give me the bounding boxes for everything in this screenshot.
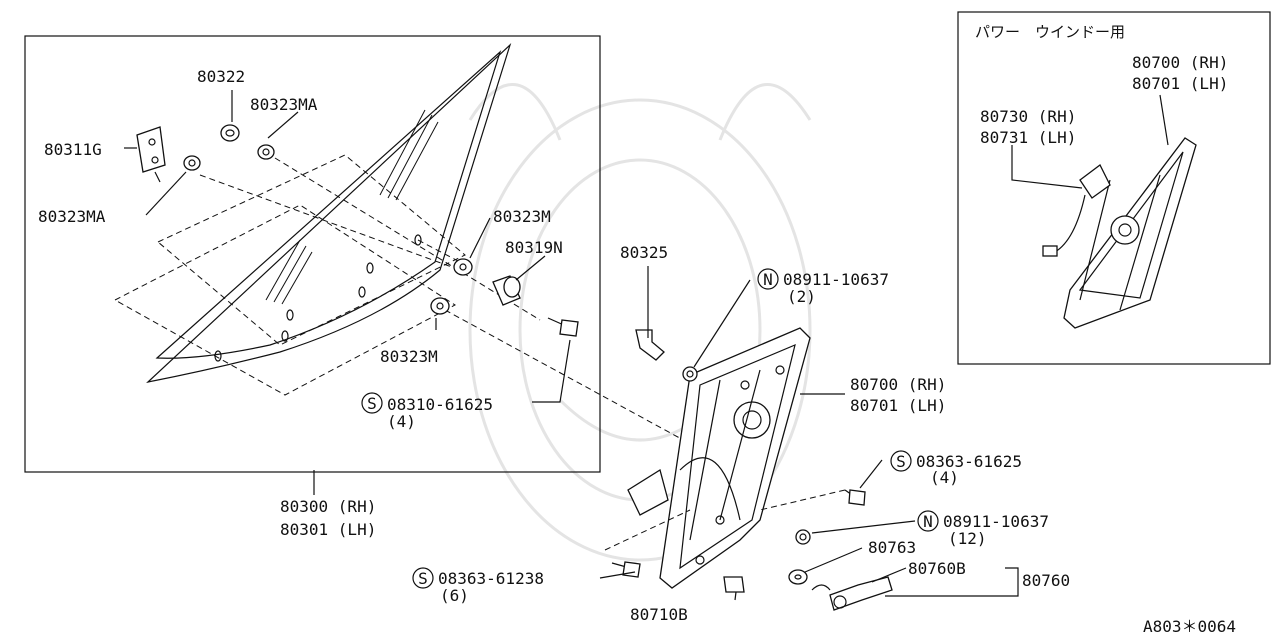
label-80760b: 80760B bbox=[908, 559, 966, 578]
callout-bolt-08310-61625: S 08310-61625 (4) bbox=[361, 392, 493, 431]
label-regulator-lh: 80701 (LH) bbox=[850, 396, 946, 415]
svg-text:(4): (4) bbox=[387, 412, 416, 431]
inset-title: パワー ウインドー用 bbox=[975, 23, 1125, 41]
label-80319n: 80319N bbox=[505, 238, 563, 257]
svg-text:N: N bbox=[923, 512, 933, 531]
svg-text:08363-61625: 08363-61625 bbox=[916, 452, 1022, 471]
label-80760: 80760 bbox=[1022, 571, 1070, 590]
part-80311g-plate bbox=[136, 126, 166, 183]
svg-text:(4): (4) bbox=[930, 468, 959, 487]
part-bolt-61625 bbox=[547, 317, 579, 337]
label-80325: 80325 bbox=[620, 243, 668, 262]
door-glass-edge bbox=[155, 50, 502, 359]
part-80323m-bottom-bushing bbox=[430, 297, 450, 315]
nut-bottom bbox=[795, 529, 811, 545]
door-glass bbox=[146, 43, 512, 383]
svg-text:(2): (2) bbox=[787, 287, 816, 306]
label-80322: 80322 bbox=[197, 67, 245, 86]
power-regulator-inset bbox=[1063, 137, 1197, 329]
callout-nut-08911-10637-top: N 08911-10637 (2) bbox=[757, 268, 889, 306]
svg-text:08363-61238: 08363-61238 bbox=[438, 569, 544, 588]
label-80323ma-top: 80323MA bbox=[250, 95, 318, 114]
label-80311g: 80311G bbox=[44, 140, 102, 159]
inset-motor-rh: 80730 (RH) bbox=[980, 107, 1076, 126]
leader-lines bbox=[124, 90, 1169, 601]
svg-text:(6): (6) bbox=[440, 586, 469, 605]
inset-motor-lh: 80731 (LH) bbox=[980, 128, 1076, 147]
svg-text:08911-10637: 08911-10637 bbox=[943, 512, 1049, 531]
label-regulator-rh: 80700 (RH) bbox=[850, 375, 946, 394]
part-80323ma-top-bushing bbox=[257, 144, 275, 160]
part-80325-clip bbox=[635, 329, 665, 361]
part-80323ma-left-bushing bbox=[183, 155, 201, 171]
svg-text:08911-10637: 08911-10637 bbox=[783, 270, 889, 289]
svg-text:(12): (12) bbox=[948, 529, 987, 548]
callout-bolt-08363-61238: S 08363-61238 (6) bbox=[412, 567, 544, 605]
label-80323ma-left: 80323MA bbox=[38, 207, 106, 226]
glass-guide-dashes bbox=[113, 154, 721, 461]
power-window-inset-frame bbox=[957, 11, 1271, 365]
inset-regulator-lh: 80701 (LH) bbox=[1132, 74, 1228, 93]
part-80319n-spacer bbox=[492, 275, 521, 306]
glass-group-frame bbox=[24, 35, 601, 473]
washer-80763 bbox=[788, 569, 808, 585]
part-80710b bbox=[723, 576, 745, 593]
glass-reflection bbox=[265, 109, 439, 305]
bolt-63625 bbox=[759, 489, 866, 511]
svg-text:S: S bbox=[418, 569, 428, 588]
label-80323m-top: 80323M bbox=[493, 207, 551, 226]
label-glass-lh: 80301 (LH) bbox=[280, 520, 376, 539]
label-80710b: 80710B bbox=[630, 605, 688, 624]
callout-bolt-08363-61625: S 08363-61625 (4) bbox=[890, 450, 1022, 487]
svg-text:N: N bbox=[763, 270, 773, 289]
nut-top bbox=[682, 366, 698, 382]
label-glass-rh: 80300 (RH) bbox=[280, 497, 376, 516]
inset-regulator-rh: 80700 (RH) bbox=[1132, 53, 1228, 72]
svg-text:08310-61625: 08310-61625 bbox=[387, 395, 493, 414]
label-80763: 80763 bbox=[868, 538, 916, 557]
callout-nut-08911-10637-bottom: N 08911-10637 (12) bbox=[917, 510, 1049, 548]
part-80323m-top-bushing bbox=[453, 258, 473, 276]
window-regulator-main bbox=[627, 327, 811, 589]
svg-text:S: S bbox=[367, 394, 377, 413]
label-80323m-bottom: 80323M bbox=[380, 347, 438, 366]
svg-text:S: S bbox=[896, 452, 906, 471]
part-80322-bushing bbox=[220, 124, 240, 142]
figure-code: A803＊0064 bbox=[1143, 617, 1236, 636]
glass-holes bbox=[214, 234, 422, 362]
handle-80760 bbox=[811, 576, 893, 611]
power-window-motor bbox=[1042, 164, 1111, 257]
